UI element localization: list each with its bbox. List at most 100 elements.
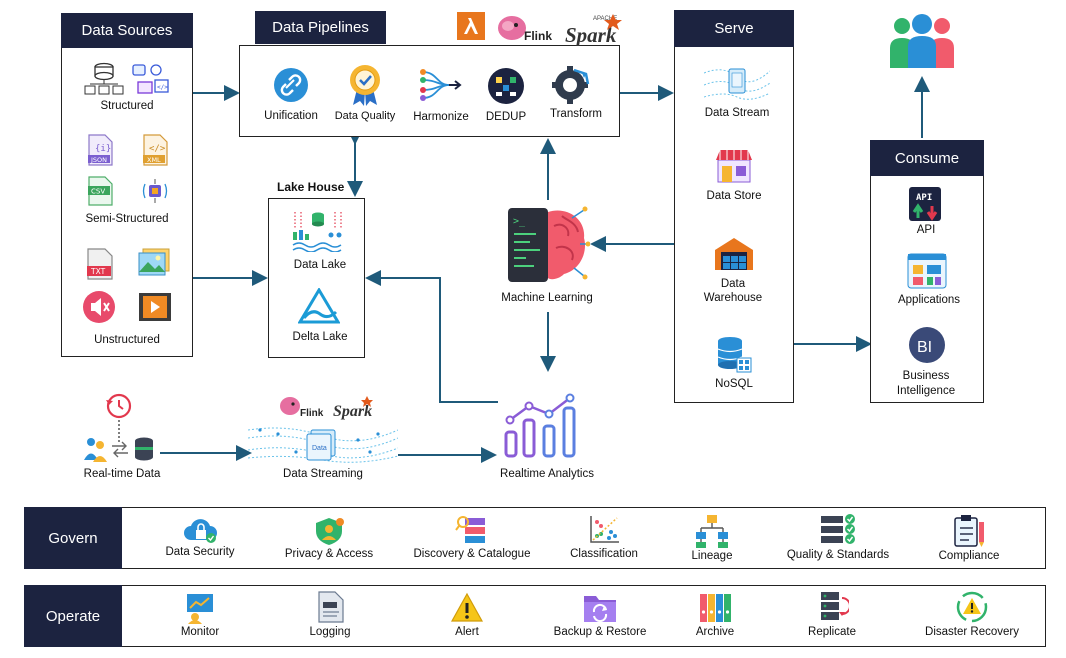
business-intelligence-label: Business Intelligence [896,370,956,397]
checklist-icon [821,514,855,544]
svg-text:Flink: Flink [300,408,324,419]
aws-lambda-icon [457,12,485,40]
data-store-label: Data Store [706,190,762,202]
iot-chip-icon [142,179,168,203]
data-quality-label: Data Quality [334,110,396,122]
svg-text:BI: BI [917,339,932,356]
transform-gear-icon [552,66,590,104]
arrow-analytics-to-lakehouse [365,270,498,403]
govern-item-quality-standards: Quality & Standards [783,513,893,561]
realtime-data-icon [84,437,153,462]
operate-item-logging: Logging [290,590,370,638]
backup-folder-icon [584,596,616,623]
realtime-data-label: Real-time Data [83,468,161,480]
consume-header: Consume [870,140,984,176]
harmonize-label: Harmonize [413,111,469,123]
harmonize-icon [420,69,462,101]
operate-item-monitor: Monitor [158,592,242,638]
link-icon [274,68,308,102]
shield-user-icon [316,518,344,545]
applications-icon [907,253,947,289]
api-label: API [916,224,936,236]
xml-file-icon: </> XML [143,134,168,166]
govern-item-privacy-access: Privacy & Access [284,516,374,560]
semi-structured-label: Semi-Structured [85,213,169,225]
applications-label: Applications [897,294,961,306]
data-store-icon [716,150,752,183]
unification-label: Unification [264,110,318,122]
machine-learning-label: Machine Learning [501,292,593,304]
svg-text:>_: >_ [513,216,526,227]
log-file-icon [318,591,344,623]
database-tree-icon [84,62,124,95]
delta-lake-label: Delta Lake [292,331,348,343]
lake-house-title: Lake House [277,180,345,194]
data-lake-icon [292,212,342,252]
data-streaming-label: Data Streaming [283,468,363,480]
govern-item-data-security: Data Security [155,516,245,558]
operate-item-disaster-recovery: Disaster Recovery [922,590,1022,638]
svg-text:CSV: CSV [91,188,105,196]
replicate-server-icon [821,592,849,620]
svg-text:Flink: Flink [524,29,552,43]
svg-text:Spark: Spark [333,403,372,420]
monitor-dashboard-icon [187,594,213,624]
disaster-recovery-icon [956,591,988,623]
operate-item-replicate: Replicate [792,590,872,638]
operate-item-backup-restore: Backup & Restore [548,590,652,638]
compliance-clipboard-icon [954,515,984,547]
data-lake-label: Data Lake [293,259,347,271]
data-sources-panel [61,13,193,357]
spark-logo-icon: APACHE Spark [565,14,622,46]
govern-item-lineage: Lineage [676,514,748,562]
clock-refresh-icon [106,393,132,419]
govern-header: Govern [24,507,122,569]
json-file-icon: {i} JSON [88,134,113,166]
svg-text:TXT: TXT [90,267,106,276]
govern-item-discovery-catalogue: Discovery & Catalogue [412,514,532,560]
dedup-label: DEDUP [485,111,527,123]
svg-text:XML: XML [147,156,161,164]
catalogue-search-icon [455,516,485,543]
data-warehouse-label: Data Warehouse [703,278,763,304]
svg-text:API: API [916,193,932,203]
dedup-icon [488,68,524,104]
flink-spark-logos-icon: Flink Spark [280,396,373,420]
transform-label: Transform [550,108,602,120]
business-intelligence-icon: BI [909,327,945,363]
structured-label: Structured [100,100,154,112]
svg-text:{i}: {i} [95,144,111,154]
quality-badge-icon [350,65,380,106]
svg-text:JSON: JSON [90,156,107,164]
serve-header: Serve [674,10,794,47]
govern-item-classification: Classification [558,514,650,560]
lineage-tree-icon [696,515,728,548]
data-warehouse-icon [715,238,753,270]
delta-lake-icon [298,288,340,324]
data-sources-header: Data Sources [61,13,193,48]
nosql-label: NoSQL [715,378,753,390]
machine-learning-brain-icon: >_ [508,206,590,282]
alert-warning-icon [450,592,484,622]
svg-text:APACHE: APACHE [593,16,617,22]
operate-item-archive: Archive [684,590,746,638]
data-stream-label: Data Stream [704,107,770,119]
svg-text:Data: Data [312,445,327,452]
api-icon: API [909,187,941,221]
data-pipelines-header: Data Pipelines [255,11,386,44]
unstructured-label: Unstructured [94,334,160,346]
users-group-icon [890,14,954,68]
csv-file-icon: CSV [88,176,113,206]
video-file-icon [139,293,171,321]
svg-text:Spark: Spark [565,23,617,46]
operate-header: Operate [24,585,122,647]
nosql-database-icon [717,337,752,373]
svg-text:</>: </> [149,144,166,154]
archive-binders-icon [700,594,731,622]
realtime-analytics-label: Realtime Analytics [500,468,594,480]
code-flow-icon: </> [132,64,169,94]
data-stream-icon [704,68,770,100]
flink-logo-icon: Flink [498,16,552,43]
txt-file-icon: TXT [87,248,113,280]
